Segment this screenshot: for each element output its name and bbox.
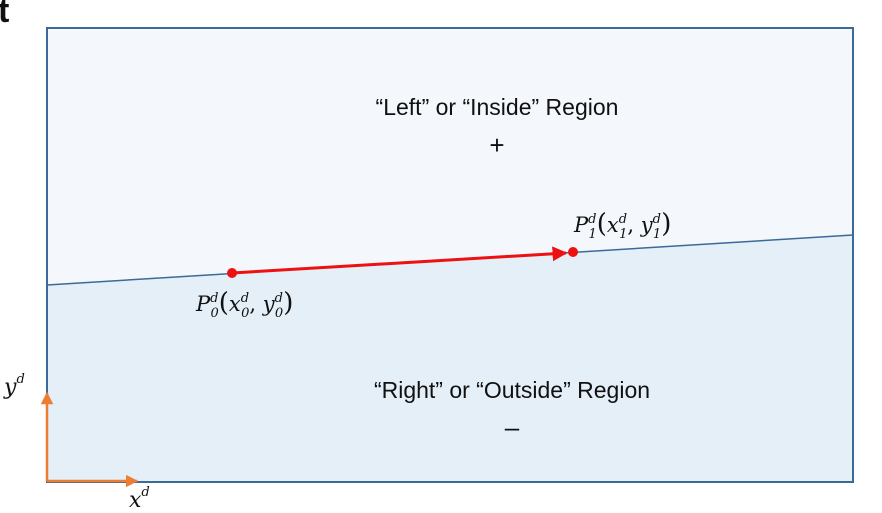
left-inside-region xyxy=(47,28,853,285)
bottom-region-label: “Right” or “Outside” Region xyxy=(374,377,650,403)
minus-sign: – xyxy=(505,412,520,442)
direction-vector-arrow xyxy=(231,246,568,275)
top-region-label: “Left” or “Inside” Region xyxy=(376,94,619,120)
right-outside-region xyxy=(47,235,853,482)
p1-point xyxy=(568,247,578,257)
corner-title-fragment: t xyxy=(0,0,9,30)
p0-point xyxy=(227,268,237,278)
y-axis-label: yd xyxy=(3,372,25,400)
x-axis-label: xd xyxy=(129,485,150,513)
plus-sign: + xyxy=(489,130,504,160)
region-frame xyxy=(46,27,854,483)
